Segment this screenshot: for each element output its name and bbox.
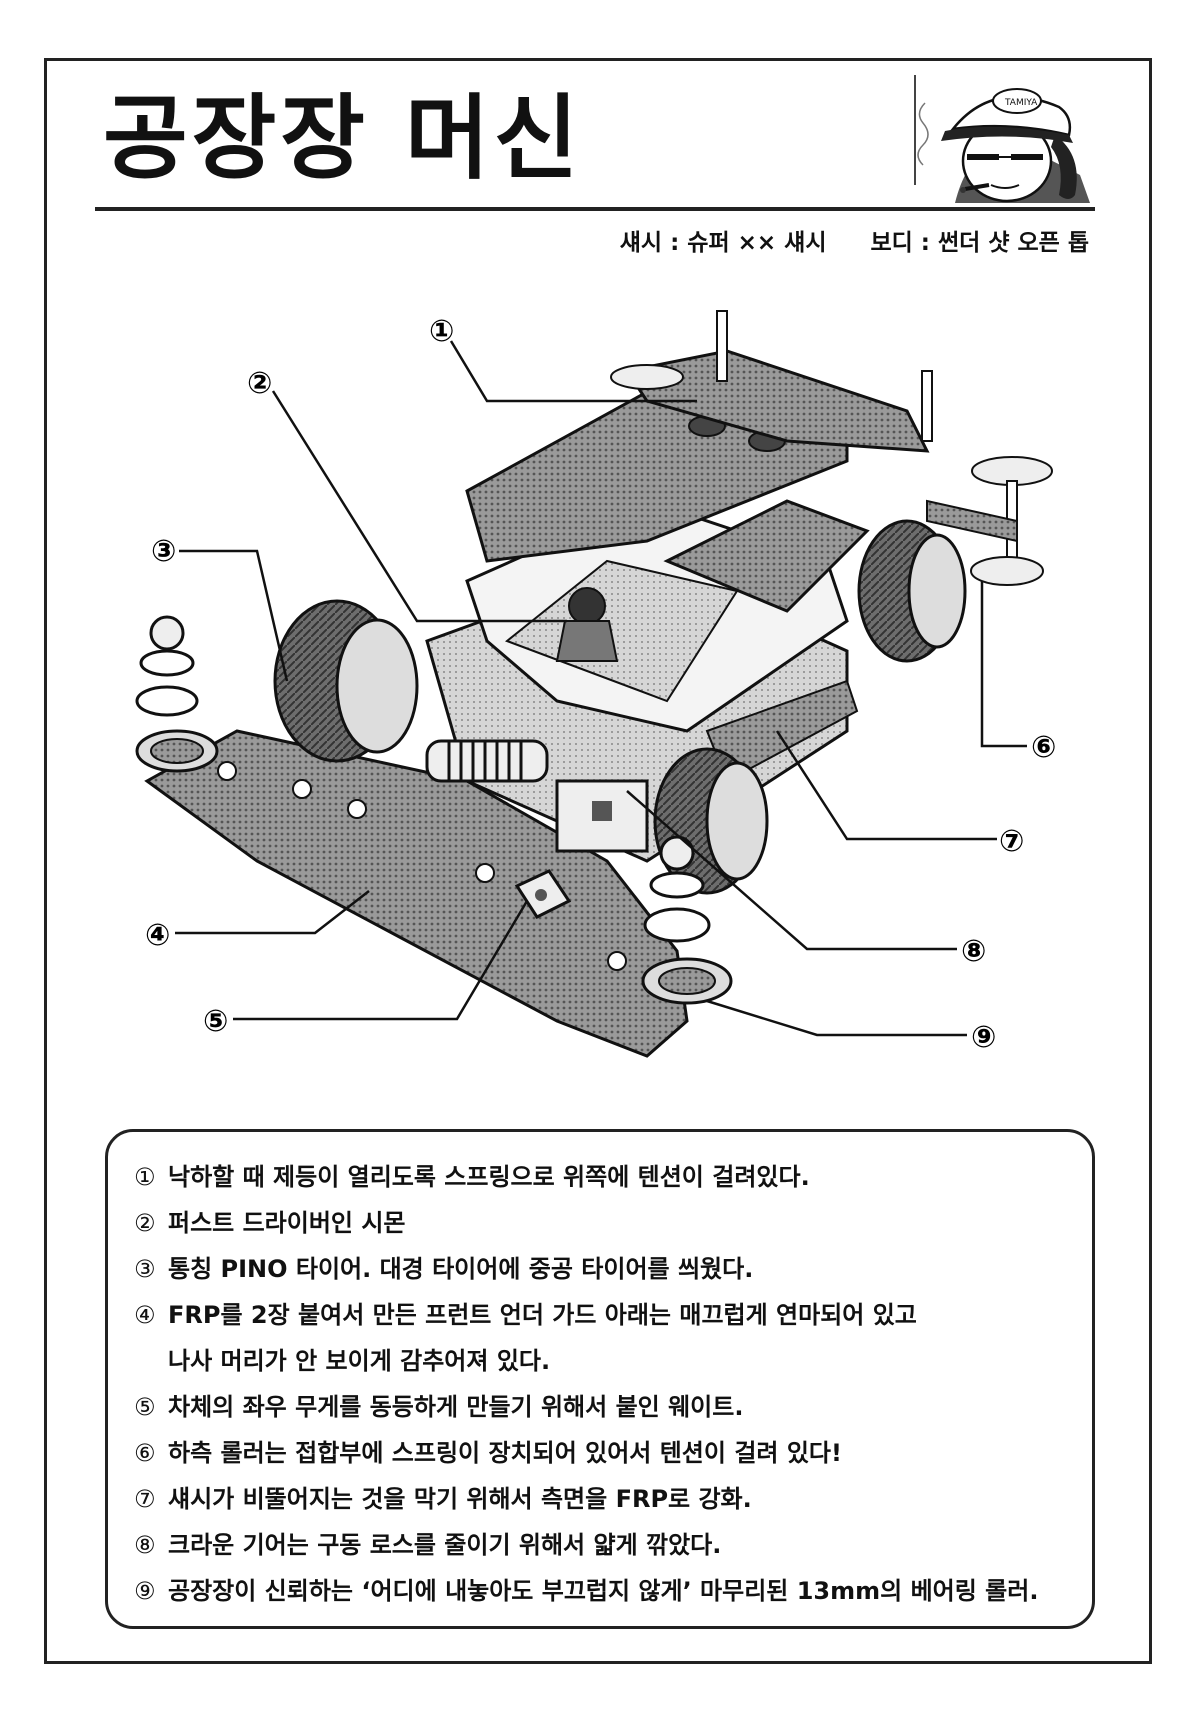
note-item: ① 낙하할 때 제등이 열리도록 스프링으로 위쪽에 텐션이 걸려있다. bbox=[134, 1154, 1064, 1200]
note-item: ⑧ 크라운 기어는 구동 로스를 줄이기 위해서 얇게 깎았다. bbox=[134, 1522, 1064, 1568]
note-number: ② bbox=[134, 1209, 156, 1237]
chassis-spec: 섀시 : 슈퍼 ×× 섀시 bbox=[619, 230, 827, 256]
note-text: 섀시가 비뚤어지는 것을 막기 위해서 측면을 FRP로 강화. bbox=[168, 1485, 752, 1513]
note-text: 나사 머리가 안 보이게 감추어져 있다. bbox=[168, 1347, 551, 1375]
note-number: ⑨ bbox=[134, 1577, 156, 1605]
note-item: ⑥ 하측 롤러는 접합부에 스프링이 장치되어 있어서 텐션이 걸려 있다! bbox=[134, 1430, 1064, 1476]
note-number: ④ bbox=[134, 1301, 156, 1329]
front-under-guard bbox=[144, 729, 689, 1058]
page-title: 공장장 머신 bbox=[103, 85, 583, 192]
front-left-tire bbox=[273, 599, 419, 763]
leader-lines bbox=[175, 340, 1027, 1037]
note-text: 낙하할 때 제등이 열리도록 스프링으로 위쪽에 텐션이 걸려있다. bbox=[168, 1163, 810, 1191]
front-damper bbox=[425, 739, 549, 783]
callout-3: ③ bbox=[151, 534, 176, 569]
notes-box: ① 낙하할 때 제등이 열리도록 스프링으로 위쪽에 텐션이 걸려있다. ② 퍼… bbox=[105, 1129, 1095, 1629]
note-text: 크라운 기어는 구동 로스를 줄이기 위해서 얇게 깎았다. bbox=[168, 1531, 722, 1559]
note-item: ⑤ 차체의 좌우 무게를 동등하게 만들기 위해서 붙인 웨이트. bbox=[134, 1384, 1064, 1430]
note-number: ⑦ bbox=[134, 1485, 156, 1513]
note-number: ① bbox=[134, 1163, 156, 1191]
note-number: ⑧ bbox=[134, 1531, 156, 1559]
note-text: 차체의 좌우 무게를 동등하게 만들기 위해서 붙인 웨이트. bbox=[168, 1393, 744, 1421]
callout-1: ① bbox=[429, 314, 454, 349]
callout-2: ② bbox=[247, 366, 272, 401]
note-text: 퍼스트 드라이버인 시몬 bbox=[168, 1209, 406, 1237]
front-left-roller bbox=[135, 615, 219, 773]
body-spec: 보디 : 썬더 샷 오픈 톱 bbox=[870, 230, 1089, 256]
rear-right-tire bbox=[857, 519, 967, 663]
callout-6: ⑥ bbox=[1031, 730, 1056, 765]
note-text: 통칭 PINO 타이어. 대경 타이어에 중공 타이어를 씌웠다. bbox=[168, 1255, 754, 1283]
cap-logo: TAMIYA bbox=[1004, 98, 1038, 108]
machine-illustration: ① ② ③ ④ ⑤ ⑥ ⑦ ⑧ ⑨ bbox=[135, 310, 1056, 1058]
author-caricature: TAMIYA bbox=[914, 75, 1090, 203]
front-right-roller bbox=[641, 835, 733, 1005]
note-text: FRP를 2장 붙여서 만든 프런트 언더 가드 아래는 매끄럽게 연마되어 있… bbox=[168, 1301, 917, 1329]
note-text: 공장장이 신뢰하는 ‘어디에 내놓아도 부끄럽지 않게’ 마무리된 13mm의 … bbox=[168, 1577, 1039, 1605]
callout-4: ④ bbox=[145, 918, 170, 953]
callout-8: ⑧ bbox=[961, 934, 986, 969]
callout-9: ⑨ bbox=[971, 1020, 996, 1055]
callout-7: ⑦ bbox=[999, 824, 1024, 859]
rear-rollers bbox=[610, 310, 1053, 586]
callout-numbers: ① ② ③ ④ ⑤ ⑥ ⑦ ⑧ ⑨ bbox=[145, 314, 1056, 1055]
note-item: ⑨ 공장장이 신뢰하는 ‘어디에 내놓아도 부끄럽지 않게’ 마무리된 13mm… bbox=[134, 1568, 1064, 1614]
note-number: ③ bbox=[134, 1255, 156, 1283]
title-divider bbox=[95, 207, 1095, 211]
callout-5: ⑤ bbox=[203, 1004, 228, 1039]
note-item-continuation: 나사 머리가 안 보이게 감추어져 있다. bbox=[134, 1338, 1064, 1384]
front-right-tire bbox=[653, 747, 769, 895]
note-text: 하측 롤러는 접합부에 스프링이 장치되어 있어서 텐션이 걸려 있다! bbox=[168, 1439, 842, 1467]
note-item: ② 퍼스트 드라이버인 시몬 bbox=[134, 1200, 1064, 1246]
note-number: ⑤ bbox=[134, 1393, 156, 1421]
note-number: ⑥ bbox=[134, 1439, 156, 1467]
note-item: ③ 통칭 PINO 타이어. 대경 타이어에 중공 타이어를 씌웠다. bbox=[134, 1246, 1064, 1292]
spec-line: 섀시 : 슈퍼 ×× 섀시 보디 : 썬더 샷 오픈 톱 bbox=[620, 223, 1089, 257]
page-frame: 공장장 머신 TAMIYA 섀시 : 슈퍼 ×× 섀시 보디 : 썬더 샷 오픈… bbox=[44, 58, 1152, 1664]
note-item: ⑦ 섀시가 비뚤어지는 것을 막기 위해서 측면을 FRP로 강화. bbox=[134, 1476, 1064, 1522]
note-item: ④ FRP를 2장 붙여서 만든 프런트 언더 가드 아래는 매끄럽게 연마되어… bbox=[134, 1292, 1064, 1338]
balance-weight bbox=[514, 869, 572, 919]
